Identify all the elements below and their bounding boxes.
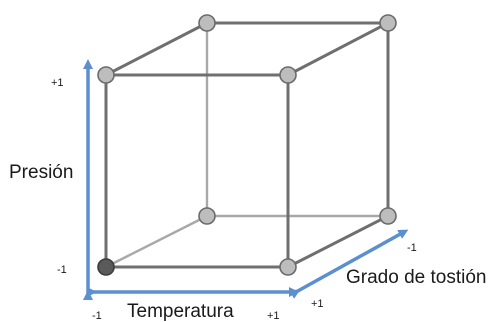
vertex-back-bottom-left bbox=[198, 207, 216, 225]
temperature-low-label: -1 bbox=[92, 310, 102, 322]
pressure-high-label: +1 bbox=[51, 77, 64, 89]
vertex-back-bottom-right bbox=[379, 207, 397, 225]
cube-back-edges bbox=[104, 21, 390, 269]
edge-top-left-diagonal bbox=[104, 21, 209, 77]
vertex-front-top-right bbox=[279, 66, 297, 84]
temperature-axis-title: Temperatura bbox=[127, 301, 234, 322]
vertex-back-top-left bbox=[198, 14, 216, 32]
roast-axis-arrow bbox=[289, 229, 409, 299]
edge-back-bottom-diagonal bbox=[104, 214, 209, 269]
roast-low-label: -1 bbox=[407, 242, 417, 254]
vertex-front-bottom-right bbox=[279, 258, 297, 276]
vertex-back-top-right bbox=[379, 14, 397, 32]
vertex-front-top-left bbox=[97, 66, 115, 84]
roast-high-label: +1 bbox=[311, 298, 324, 310]
cube-front-edges bbox=[104, 21, 390, 269]
axis-arrows bbox=[83, 59, 409, 300]
roast-axis-title: Grado de tostión bbox=[346, 267, 486, 288]
temperature-high-label: +1 bbox=[267, 310, 280, 322]
edge-top-right-diagonal bbox=[286, 21, 390, 77]
cube-vertices bbox=[97, 14, 397, 276]
pressure-axis-title: Presión bbox=[9, 162, 73, 183]
pressure-low-label: -1 bbox=[57, 264, 67, 276]
edge-bottom-right-diagonal bbox=[286, 214, 390, 269]
vertex-origin bbox=[97, 258, 115, 276]
